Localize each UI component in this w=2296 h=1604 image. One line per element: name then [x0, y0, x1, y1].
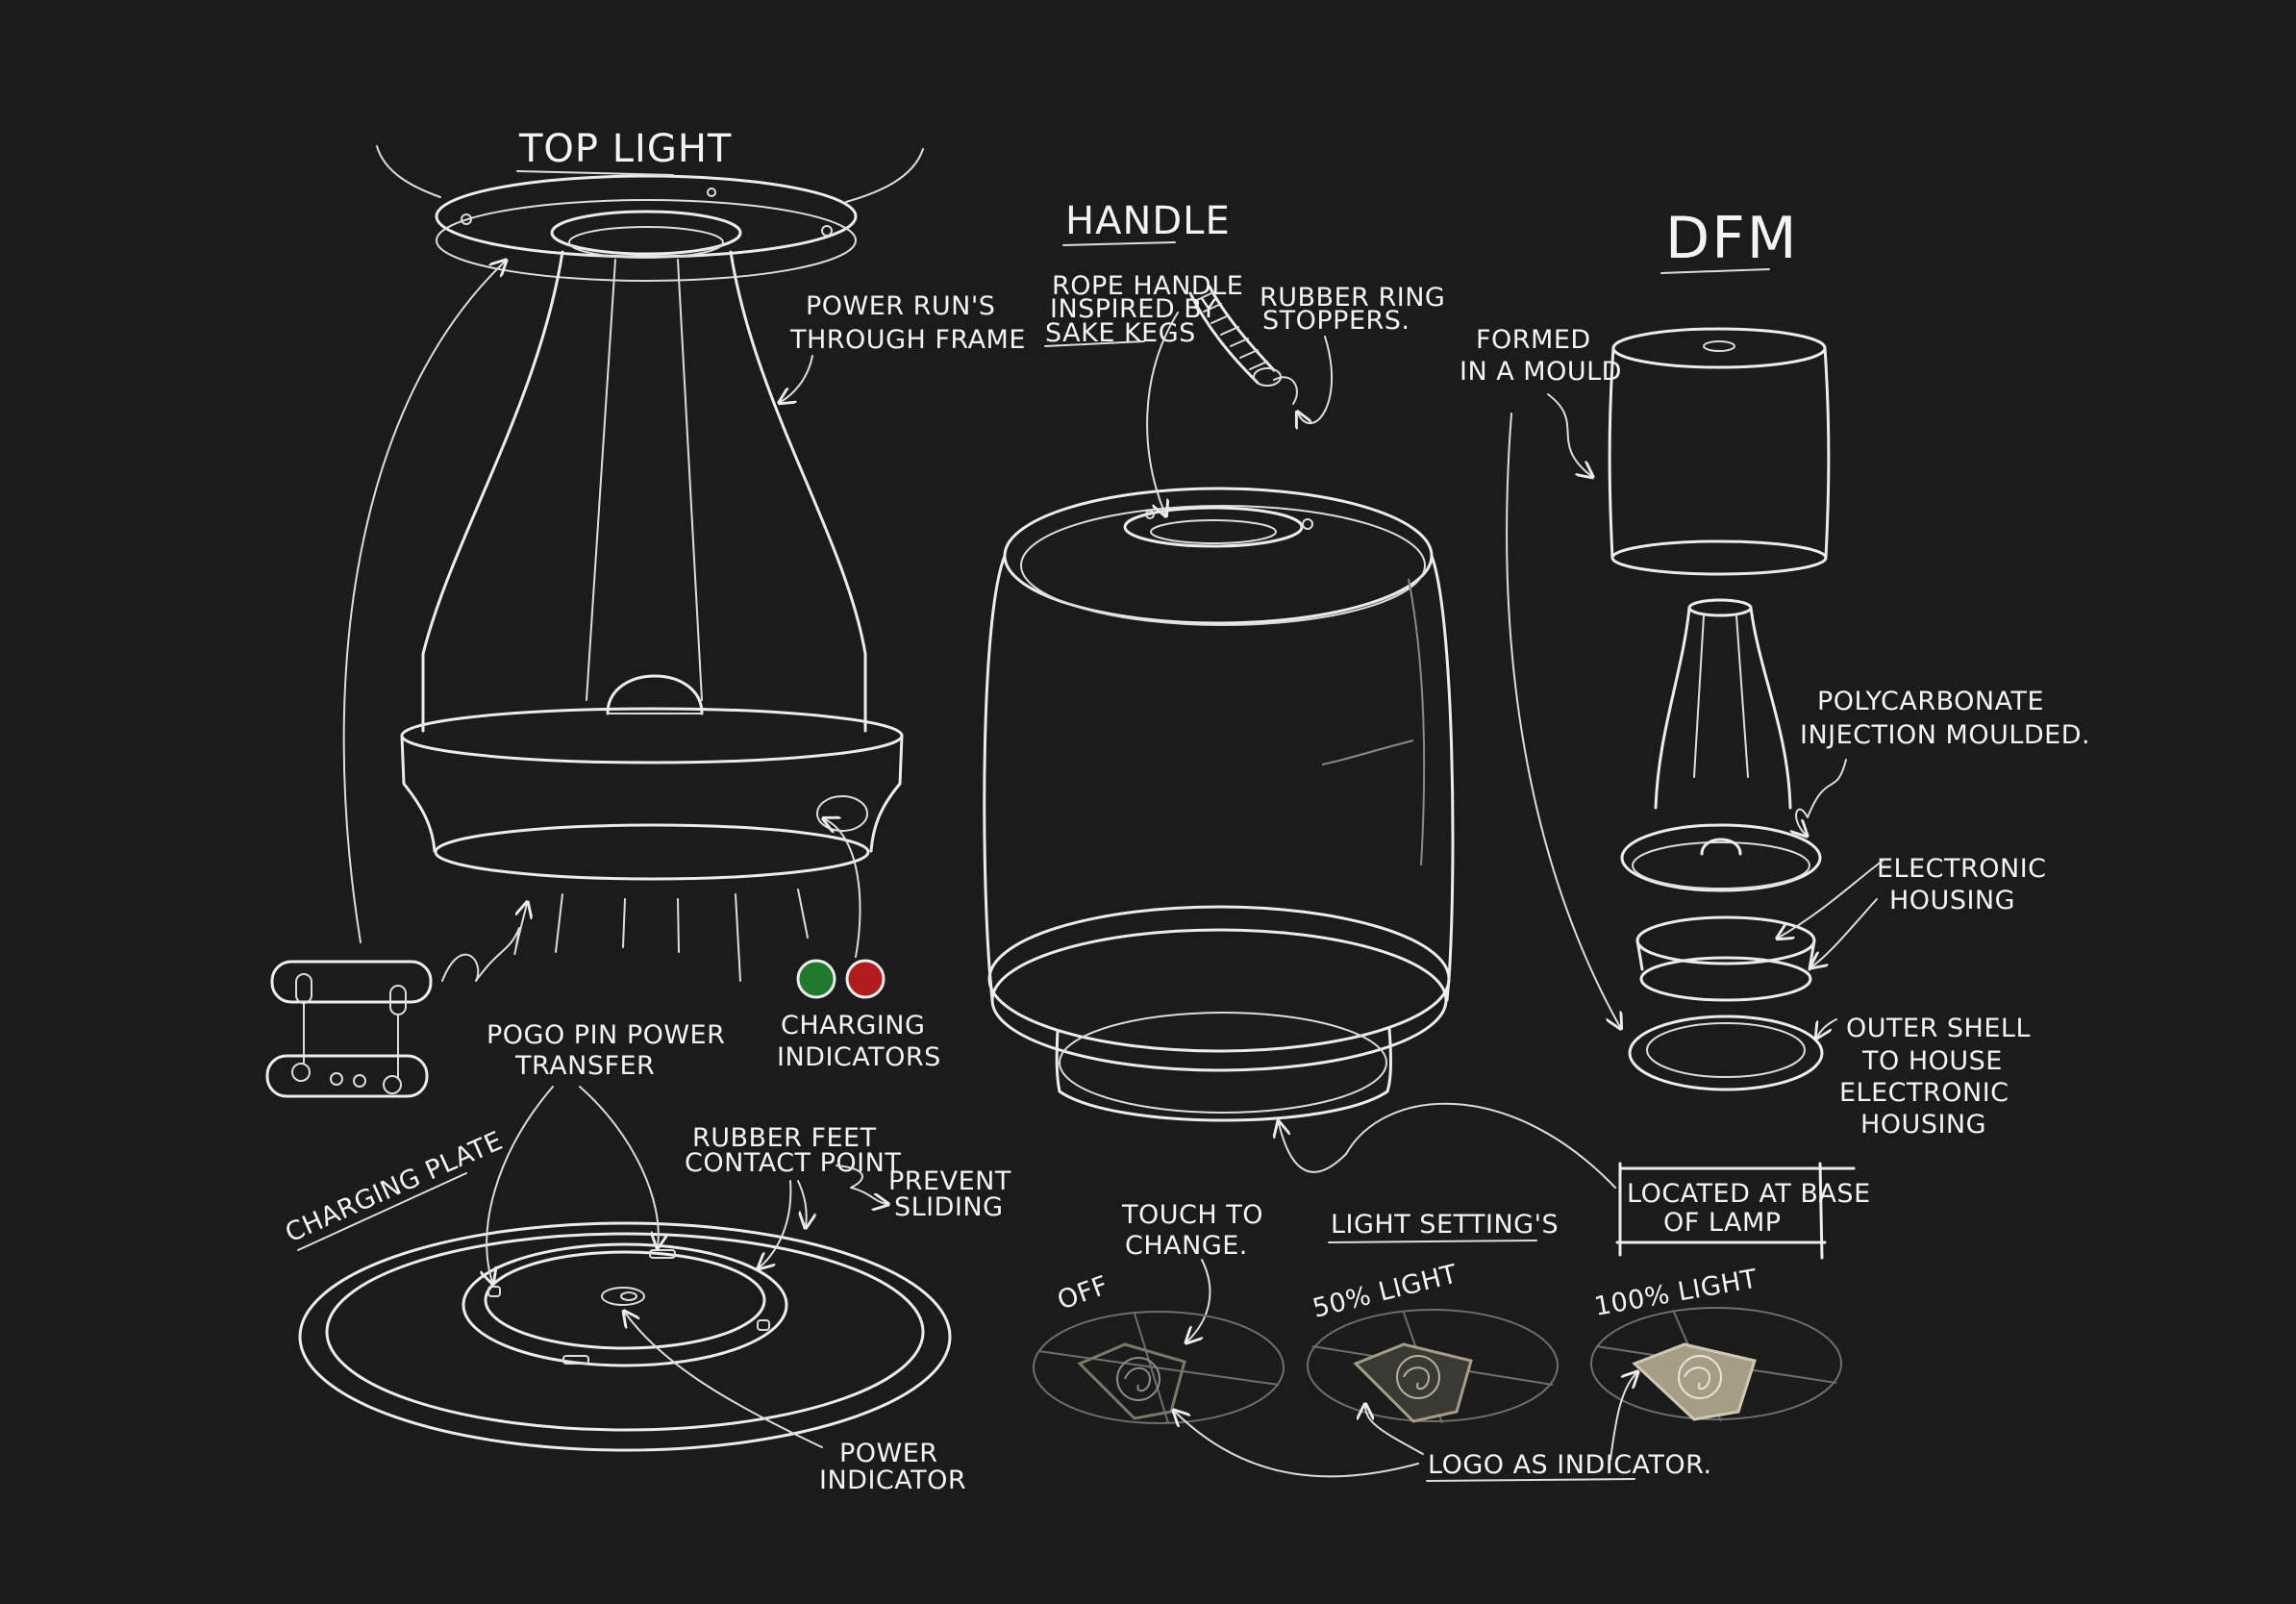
power-indicator-label-1: POWER [839, 1439, 938, 1468]
charging-plate-underline [297, 1172, 467, 1251]
light-setting-100 [1590, 1307, 1842, 1422]
top-light-exploded-lamp [376, 145, 924, 982]
dfm-housing-lid [1620, 823, 1822, 892]
poly-label-2: INJECTION MOULDED. [1800, 720, 2090, 750]
logo-indicator-underline [1426, 1478, 1635, 1482]
touch-label-2: CHANGE. [1125, 1231, 1248, 1261]
located-label-1: LOCATED AT BASE [1627, 1179, 1871, 1209]
logo-arrow-100 [1610, 1373, 1636, 1461]
rope-handle-label-2: INSPIRED BY [1050, 294, 1217, 324]
rubber-feet-label-2: CONTACT POINT [685, 1148, 901, 1178]
light-settings-heading: LIGHT SETTING'S [1331, 1210, 1559, 1240]
electronic-housing-label-1: ELECTRONIC [1877, 854, 2047, 884]
pogo-label-2: TRANSFER [514, 1051, 655, 1081]
pogo-label-1: POGO PIN POWER [487, 1020, 725, 1050]
red-indicator [845, 959, 886, 999]
touch-label-1: TOUCH TO [1121, 1200, 1263, 1230]
charging-indicators-label-2: INDICATORS [777, 1042, 941, 1072]
pogo-pin-bracket [265, 960, 433, 1098]
charging-indicators-label-1: CHARGING [781, 1011, 925, 1040]
prevent-sliding-arrow [836, 1165, 886, 1204]
power-runs-label-2: THROUGH FRAME [789, 325, 1026, 355]
light-setting-off [1033, 1311, 1285, 1424]
power-indicator-arrow [625, 1313, 823, 1448]
dfm-bottle-frame [1654, 598, 1792, 810]
located-label-2: OF LAMP [1663, 1208, 1782, 1238]
sake-kegs-underline [1044, 340, 1145, 347]
poly-label-1: POLYCARBONATE [1817, 687, 2044, 716]
outer-shell-label-4: HOUSING [1860, 1110, 1986, 1140]
electronic-housing-arrow-2 [1812, 898, 1878, 966]
green-indicator [796, 959, 836, 999]
outer-shell-label-3: ELECTRONIC [1839, 1078, 2009, 1108]
lamp-main-body [983, 487, 1455, 1122]
top-light-heading: TOP LIGHT [518, 127, 732, 171]
rubber-ring-arrow [1298, 336, 1334, 423]
rubber-ring-label-1: RUBBER RING [1260, 283, 1445, 313]
top-light-arrow [342, 262, 505, 943]
handle-heading: HANDLE [1065, 199, 1231, 243]
formed-label-1: FORMED [1476, 325, 1591, 355]
light-setting-50 [1307, 1309, 1559, 1424]
outer-shell-label-1: OUTER SHELL [1846, 1014, 2031, 1043]
prevent-sliding-label-2: SLIDING [894, 1192, 1004, 1222]
rope-handle-label-1: ROPE HANDLE [1052, 271, 1243, 301]
located-at-base-box [1615, 1162, 1856, 1260]
dfm-heading: DFM [1665, 205, 1798, 272]
electronic-housing-label-2: HOUSING [1889, 886, 2015, 915]
charging-plate [298, 1221, 952, 1452]
logo-indicator-label: LOGO AS INDICATOR. [1428, 1450, 1712, 1480]
formed-long-arrow [1506, 413, 1620, 1027]
light-settings-underline [1328, 1240, 1537, 1243]
pogo-squiggle-arrow [441, 904, 527, 982]
electronic-housing-arrow-1 [1779, 860, 1884, 938]
outer-shell-label-2: TO HOUSE [1861, 1046, 2003, 1076]
outer-shell-arrow [1817, 1018, 1837, 1037]
top-light-underline [516, 170, 674, 176]
dfm-shade [1608, 327, 1831, 576]
rubber-ring-label-2: STOPPERS. [1262, 306, 1410, 336]
rope-handle-label-3: SAKE KEGS [1045, 318, 1196, 348]
logo-arrow-50 [1365, 1406, 1424, 1455]
located-arrow [1279, 1102, 1616, 1189]
rubber-feet-arrow-2 [797, 1180, 807, 1226]
formed-arrow [1547, 393, 1591, 476]
charging-indicator-arrow [825, 819, 861, 958]
pogo-arrow-right [579, 1086, 659, 1246]
rubber-feet-label-1: RUBBER FEET [692, 1123, 877, 1153]
touch-arrow [1187, 1259, 1211, 1341]
logo-arrow-off [1175, 1412, 1419, 1478]
pogo-arrow-left [487, 1086, 554, 1282]
power-runs-label-1: POWER RUN'S [806, 291, 995, 321]
handle-underline [1062, 241, 1176, 246]
dfm-underline [1660, 268, 1770, 274]
rope-handle-arrow [1146, 312, 1179, 514]
rubber-feet-arrow-1 [760, 1180, 792, 1267]
power-indicator-label-2: INDICATOR [819, 1466, 966, 1495]
poly-arrow [1796, 759, 1847, 835]
formed-label-2: IN A MOULD [1460, 357, 1622, 387]
power-runs-arrow [781, 355, 813, 402]
prevent-sliding-label-1: PREVENT [888, 1166, 1011, 1196]
rope-handle-sketch [1188, 285, 1298, 405]
dfm-outer-shell [1628, 1015, 1824, 1091]
